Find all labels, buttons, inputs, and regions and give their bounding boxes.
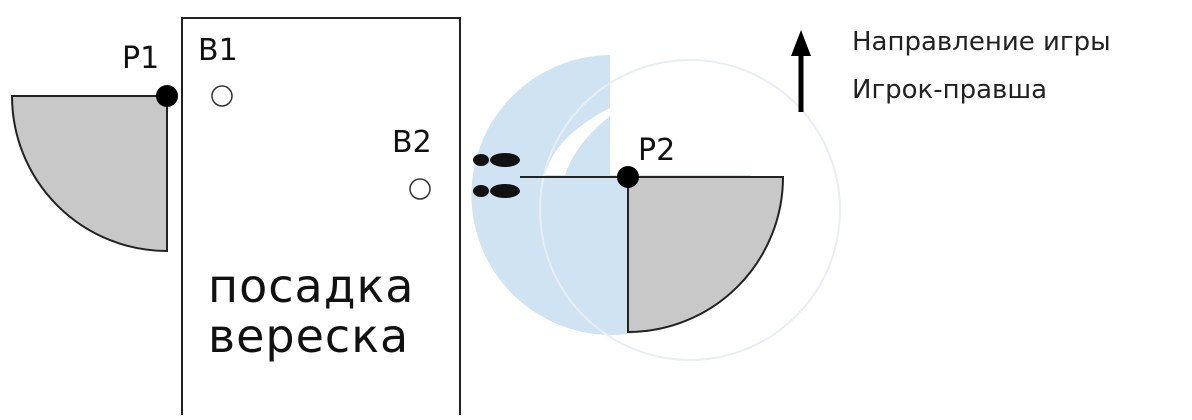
label-p2: P2 [638,133,675,168]
label-p1: P1 [122,41,159,76]
beater-b2-marker [409,178,431,200]
player-p1-dot [156,85,178,107]
direction-arrow-icon [791,30,811,112]
sector-p1 [10,95,168,253]
footprints-icon [473,153,520,198]
beater-b1-marker [211,85,233,107]
legend-player: Игрок-правша [852,75,1047,105]
sector-p2 [627,176,785,334]
player-p2-dot [617,166,639,188]
label-b2: B2 [392,125,432,160]
label-b1: B1 [198,33,238,68]
legend-direction: Направление игры [852,27,1111,57]
area-label-line1: посадка [208,259,414,313]
area-label-line2: вереска [208,309,409,363]
